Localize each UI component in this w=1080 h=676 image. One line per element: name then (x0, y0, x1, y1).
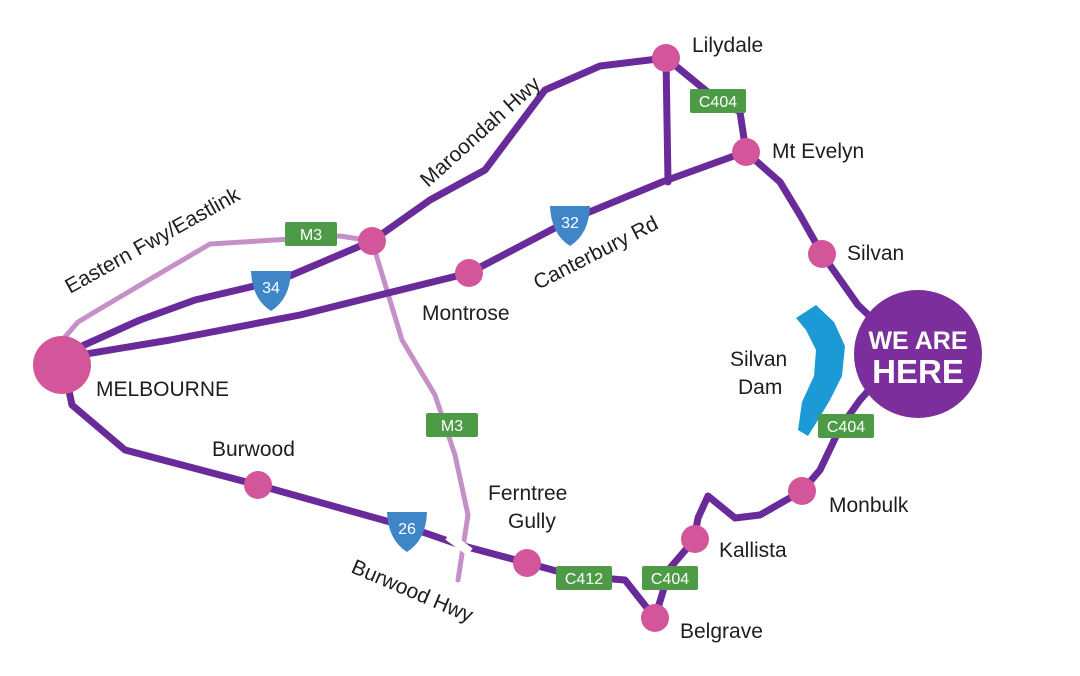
burwood-hwy-label: Burwood Hwy (348, 555, 477, 627)
ferntree-gully-marker (513, 549, 541, 577)
croydon-marker (358, 227, 386, 255)
route-34-shield: 34 (251, 271, 291, 311)
we-are-here-badge: WE ARE HERE (854, 290, 982, 418)
melbourne-label: MELBOURNE (96, 378, 229, 401)
mtevelyn-silvan-road (742, 148, 909, 354)
kallista-label: Kallista (719, 539, 787, 562)
canterbury-rd-road (58, 148, 749, 362)
gully-label: Gully (508, 510, 556, 533)
montrose-label: Montrose (422, 302, 510, 325)
svg-text:26: 26 (398, 521, 416, 538)
route-32-shield: 32 (550, 206, 590, 246)
silvan-label: Silvan (847, 242, 904, 265)
silvan-marker (808, 240, 836, 268)
silvan-dam-label-1: Silvan (730, 348, 787, 371)
kallista-marker (681, 525, 709, 553)
silvan-dam-label-2: Dam (738, 376, 782, 399)
eastern-fwy-label: Eastern Fwy/Eastlink (61, 183, 244, 298)
belgrave-marker (641, 604, 669, 632)
silvan-dam (796, 305, 845, 436)
mt-evelyn-label: Mt Evelyn (772, 140, 864, 163)
burwood-marker (244, 471, 272, 499)
svg-text:HERE: HERE (872, 353, 964, 390)
montrose-marker (455, 259, 483, 287)
c404-shield-right: C404 (818, 414, 874, 438)
maroondah-hwy-road (58, 54, 670, 359)
route-26-shield: 26 (387, 512, 427, 552)
c412-shield: C412 (556, 566, 612, 590)
belgrave-label: Belgrave (680, 620, 763, 643)
svg-text:C412: C412 (565, 571, 603, 588)
svg-text:C404: C404 (699, 94, 737, 111)
svg-text:32: 32 (561, 215, 579, 232)
c404-shield-top: C404 (690, 89, 746, 113)
canterbury-rd-label: Canterbury Rd (530, 212, 662, 294)
svg-text:C404: C404 (651, 571, 689, 588)
svg-text:34: 34 (262, 280, 280, 297)
svg-text:M3: M3 (441, 418, 463, 435)
burwood-label: Burwood (212, 438, 295, 461)
lilydale-link-road (662, 54, 672, 186)
monbulk-label: Monbulk (829, 494, 909, 517)
c404-shield-bottom: C404 (642, 566, 698, 590)
svg-text:C404: C404 (827, 419, 865, 436)
lilydale-label: Lilydale (692, 34, 763, 57)
m3-shield-mid: M3 (426, 413, 478, 437)
m3-shield-top: M3 (285, 222, 337, 246)
monbulk-marker (788, 477, 816, 505)
lilydale-marker (652, 44, 680, 72)
road-crossing-gap (445, 532, 473, 556)
mt-evelyn-marker (732, 138, 760, 166)
melbourne-marker (33, 336, 91, 394)
svg-text:WE ARE: WE ARE (868, 327, 967, 355)
svg-text:M3: M3 (300, 227, 322, 244)
ferntree-label: Ferntree (488, 482, 567, 505)
